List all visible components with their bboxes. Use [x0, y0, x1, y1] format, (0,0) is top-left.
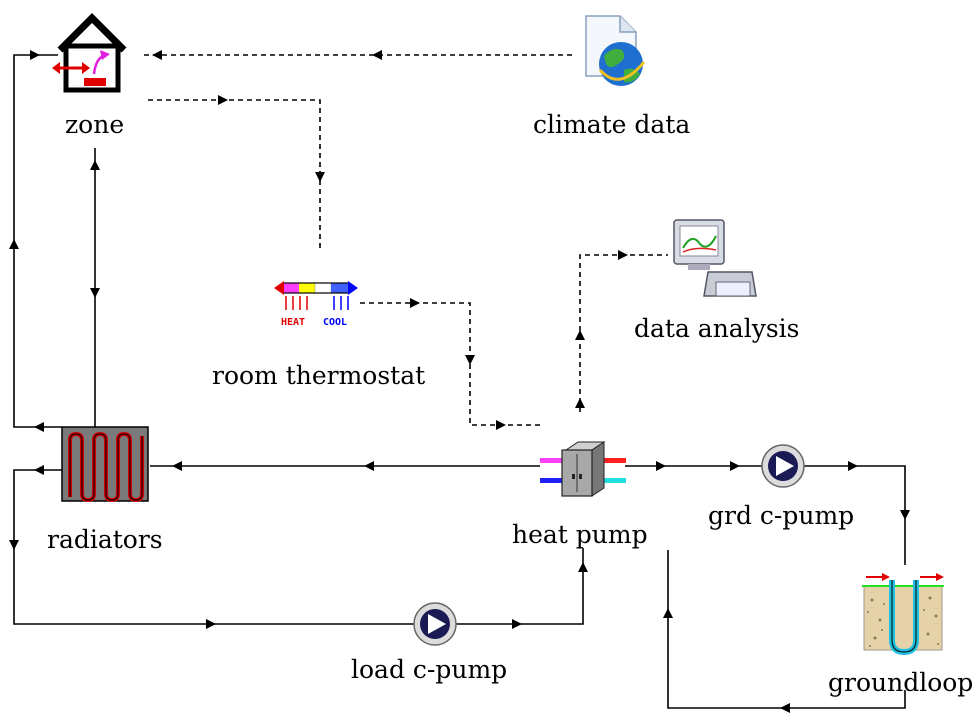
- solid-connections: [13, 54, 906, 709]
- groundloop-label: groundloop: [828, 668, 974, 697]
- arrow: [372, 50, 382, 60]
- room-thermostat-label: room thermostat: [212, 361, 426, 390]
- arrow: [465, 355, 475, 365]
- arrow: [152, 50, 162, 60]
- arrow: [9, 540, 19, 550]
- arrow: [512, 619, 522, 629]
- arrow: [663, 608, 673, 618]
- radiators-label: radiators: [47, 525, 163, 554]
- pump-icon[interactable]: [413, 602, 457, 646]
- arrow: [780, 703, 790, 713]
- arrow: [575, 398, 585, 408]
- radiator-coil-icon[interactable]: [61, 426, 149, 503]
- connection-grdpump-to-groundloop: [804, 465, 906, 565]
- heat-pump-label: heat pump: [512, 520, 648, 549]
- arrow: [848, 461, 858, 471]
- arrow: [900, 510, 910, 520]
- printer-monitor-icon[interactable]: [673, 219, 757, 297]
- data-analysis-label: data analysis: [634, 314, 800, 343]
- arrow: [656, 461, 666, 471]
- signal-heatpump-to-analysis: [579, 254, 668, 412]
- arrow: [578, 562, 588, 572]
- arrow: [206, 619, 216, 629]
- arrow: [410, 298, 420, 308]
- connection-loadpump-to-heatpump: [456, 548, 584, 625]
- arrow: [172, 461, 182, 471]
- borehole-icon[interactable]: [862, 573, 944, 656]
- arrow: [730, 461, 740, 471]
- arrow: [496, 420, 506, 430]
- connection-radiators-to-zone: [13, 54, 62, 428]
- arrow: [90, 160, 100, 170]
- arrow: [9, 239, 19, 249]
- arrow: [364, 461, 374, 471]
- zone-label: zone: [65, 110, 125, 139]
- grd-c-pump-label: grd c-pump: [708, 501, 855, 530]
- signal-zone-to-thermostat: [148, 99, 321, 252]
- thermostat-icon[interactable]: [274, 281, 358, 310]
- arrow: [315, 172, 325, 182]
- arrow: [218, 95, 228, 105]
- arrow: [575, 330, 585, 340]
- arrow: [618, 250, 628, 260]
- arrow: [90, 288, 100, 298]
- arrow: [34, 422, 44, 432]
- globe-document-icon[interactable]: [585, 15, 646, 86]
- thermostat-cool-text: COOL: [323, 317, 348, 328]
- pump-icon[interactable]: [761, 444, 805, 488]
- climate-data-label: climate data: [533, 110, 691, 139]
- load-c-pump-label: load c-pump: [351, 655, 508, 684]
- heat-pump-icon[interactable]: [540, 441, 626, 497]
- arrow: [30, 50, 40, 60]
- flow-arrows: [9, 50, 910, 713]
- thermostat-heat-text: HEAT: [281, 317, 306, 328]
- house-icon[interactable]: [52, 13, 127, 93]
- arrow: [34, 465, 44, 475]
